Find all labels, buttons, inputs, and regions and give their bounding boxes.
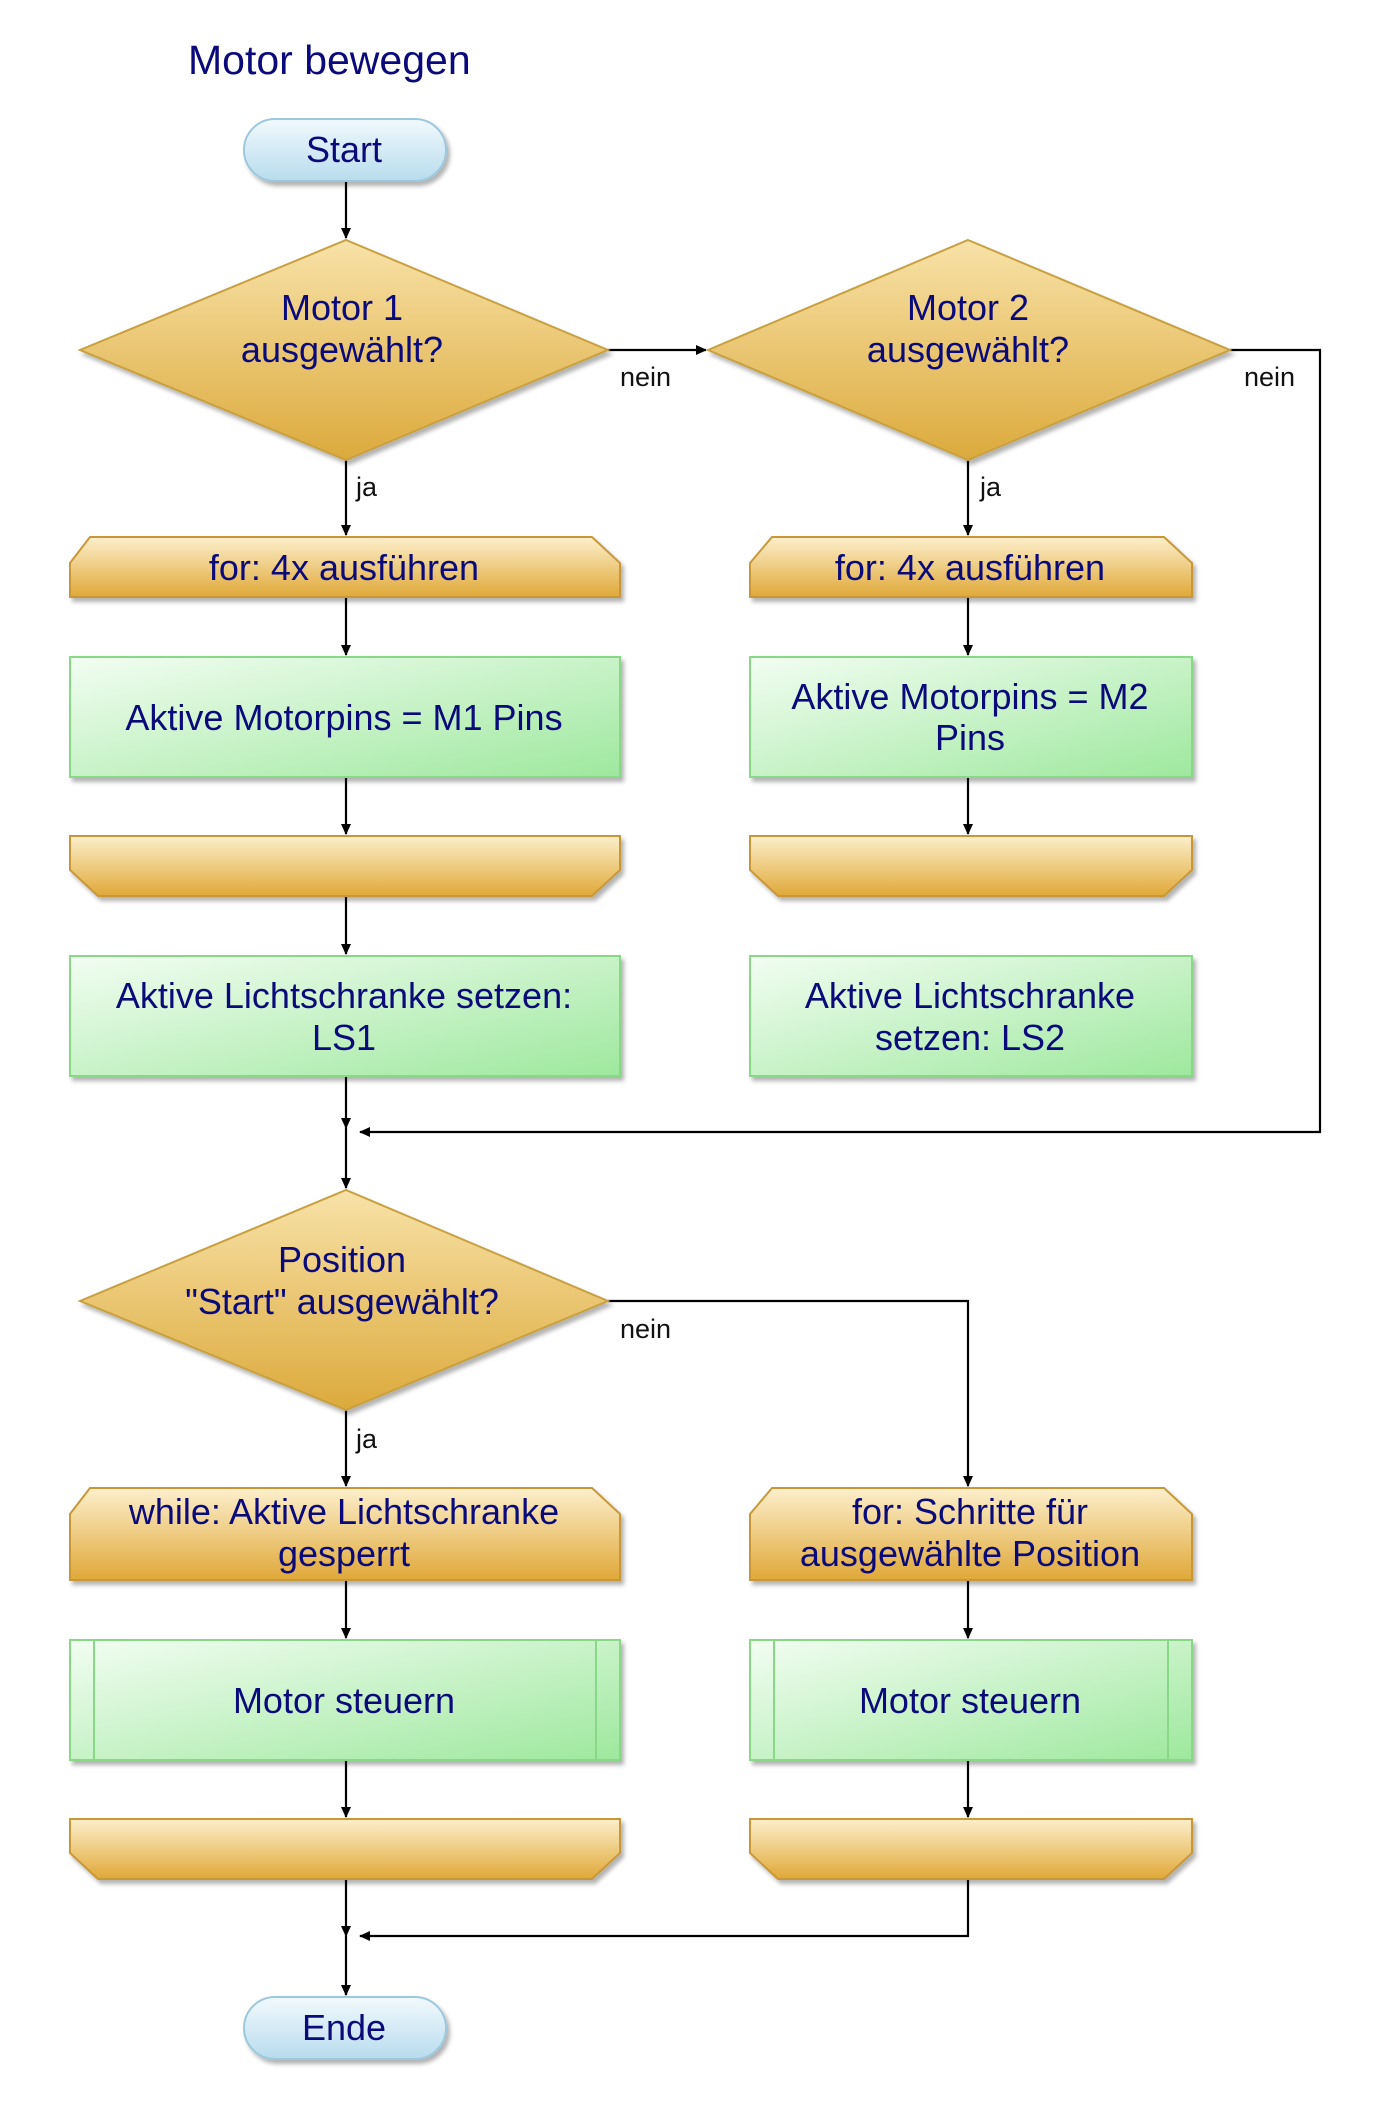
process-set-ls1-line2: LS1 (312, 1017, 376, 1058)
edge-label-no: nein (1244, 362, 1295, 392)
for-steps-line2: ausgewählte Position (800, 1533, 1140, 1574)
end-terminal: Ende (243, 1996, 447, 2060)
subprocess-motor-steuern-right: Motor steuern (749, 1639, 1193, 1761)
while-loop-line1: while: Aktive Lichtschranke (128, 1491, 559, 1532)
loop-end-motor1 (69, 835, 621, 897)
decision-motor2: Motor 2 ausgewählt? (705, 238, 1233, 462)
edge-label-no: nein (620, 362, 671, 392)
loop-start-motor1: for: 4x ausführen (69, 536, 621, 598)
for-steps-loop-start: for: Schritte für ausgewählte Position (749, 1487, 1193, 1581)
subprocess-right-label: Motor steuern (859, 1680, 1081, 1721)
decision-position: Position "Start" ausgewählt? (77, 1188, 611, 1412)
edge-label-no: nein (620, 1314, 671, 1344)
connectors (341, 180, 1322, 1996)
process-motor1-pins-label: Aktive Motorpins = M1 Pins (125, 697, 562, 738)
process-motor2-pins-line1: Aktive Motorpins = M2 (791, 676, 1148, 717)
process-set-ls1-line1: Aktive Lichtschranke setzen: (116, 975, 572, 1016)
decision-position-line1: Position (278, 1239, 406, 1280)
decision-motor1: Motor 1 ausgewählt? (77, 238, 611, 462)
process-motor1-pins: Aktive Motorpins = M1 Pins (69, 656, 621, 778)
end-label: Ende (302, 2007, 386, 2048)
decision-motor2-line1: Motor 2 (907, 287, 1029, 328)
edge-label-yes: ja (355, 1424, 378, 1454)
process-set-ls2: Aktive Lichtschranke setzen: LS2 (749, 955, 1193, 1077)
diagram-title: Motor bewegen (188, 37, 471, 83)
process-motor2-pins: Aktive Motorpins = M2 Pins (749, 656, 1193, 778)
loop-start-motor2-label: for: 4x ausführen (835, 547, 1105, 588)
decision-motor1-line1: Motor 1 (281, 287, 403, 328)
while-loop-end (69, 1818, 621, 1880)
process-set-ls2-line1: Aktive Lichtschranke (805, 975, 1135, 1016)
for-steps-loop-end (749, 1818, 1193, 1880)
decision-motor1-line2: ausgewählt? (241, 329, 443, 370)
decision-motor2-line2: ausgewählt? (867, 329, 1069, 370)
edge-label-yes: ja (355, 472, 378, 502)
subprocess-motor-steuern-left: Motor steuern (69, 1639, 621, 1761)
while-loop-line2: gesperrt (278, 1533, 410, 1574)
process-set-ls1: Aktive Lichtschranke setzen: LS1 (69, 955, 621, 1077)
process-motor2-pins-line2: Pins (935, 717, 1005, 758)
edge-label-yes: ja (979, 472, 1002, 502)
loop-start-motor1-label: for: 4x ausführen (209, 547, 479, 588)
decision-position-line2: "Start" ausgewählt? (185, 1281, 499, 1322)
loop-start-motor2: for: 4x ausführen (749, 536, 1193, 598)
process-set-ls2-line2: setzen: LS2 (875, 1017, 1065, 1058)
subprocess-left-label: Motor steuern (233, 1680, 455, 1721)
start-label: Start (306, 129, 382, 170)
for-steps-line1: for: Schritte für (852, 1491, 1088, 1532)
loop-end-motor2 (749, 835, 1193, 897)
start-terminal: Start (243, 118, 447, 182)
while-loop-start: while: Aktive Lichtschranke gesperrt (69, 1487, 621, 1581)
